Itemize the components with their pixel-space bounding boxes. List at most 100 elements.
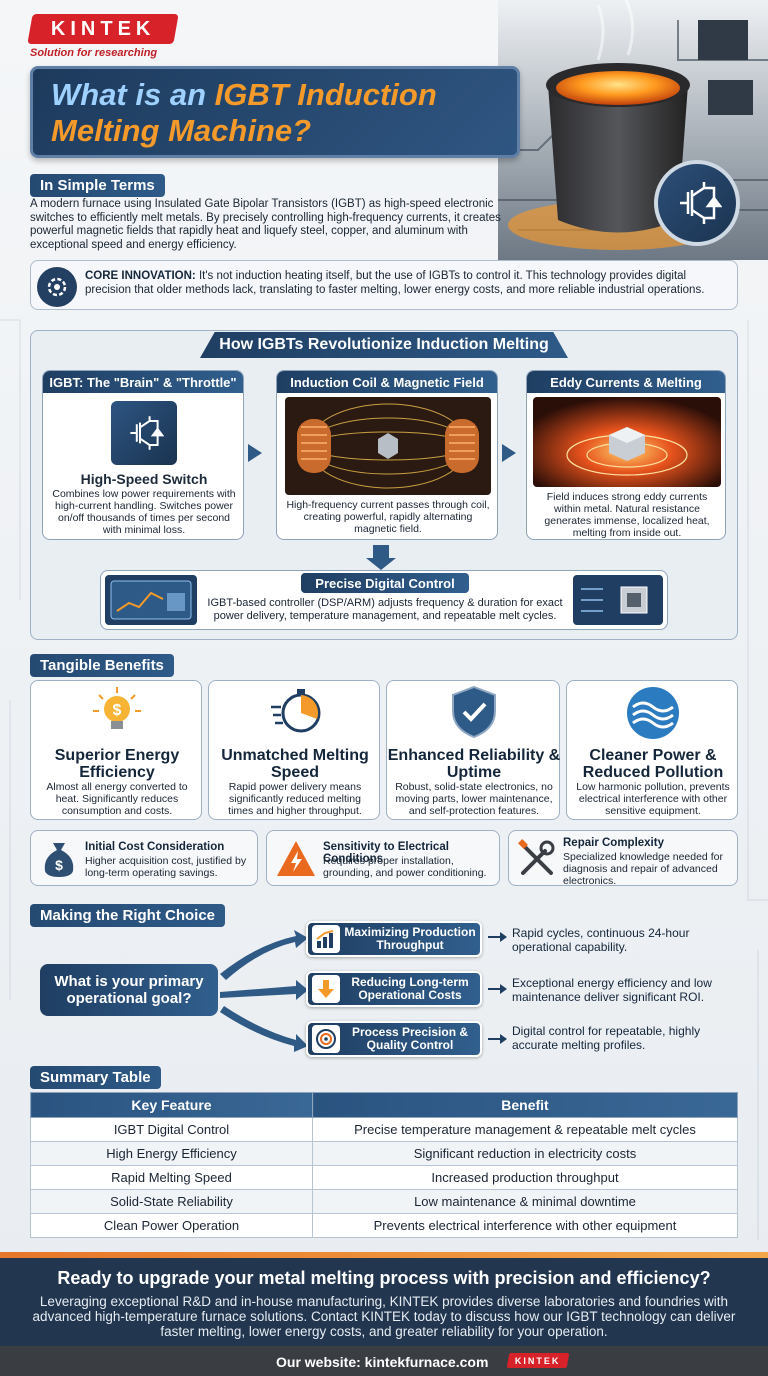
option-arrowhead-3 [500, 1034, 507, 1044]
consideration-electrical: Sensitivity to Electrical Conditions Req… [266, 830, 500, 886]
benefit-reliability-text: Robust, solid-state electronics, no movi… [395, 781, 553, 817]
lightbulb-dollar-icon: $ [93, 687, 141, 729]
svg-text:$: $ [113, 702, 122, 719]
down-arrow-icon [312, 975, 340, 1003]
core-innovation-label: CORE INNOVATION: [85, 270, 196, 282]
section-label-choice: Making the Right Choice [30, 904, 226, 927]
card-igbt: IGBT: The "Brain" & "Throttle" High-Spee… [42, 370, 244, 540]
wrench-screwdriver-icon [518, 839, 555, 875]
consideration-electrical-title: Sensitivity to Electrical Conditions [323, 841, 449, 865]
svg-text:$: $ [55, 857, 63, 873]
card-igbt-header: IGBT: The "Brain" & "Throttle" [43, 371, 243, 393]
down-arrow-stem [373, 545, 389, 559]
digital-control-box: Precise Digital Control IGBT-based contr… [100, 570, 668, 630]
column-header-benefit: Benefit [312, 1092, 738, 1118]
table-cell-benefit: Significant reduction in electricity cos… [312, 1141, 738, 1166]
summary-table: Key Feature Benefit IGBT Digital Control… [30, 1092, 738, 1238]
flow-arrow-1 [248, 444, 262, 462]
option-production-throughput[interactable]: Maximizing Production Throughput [306, 921, 482, 957]
benefit-clean-text: Low harmonic pollution, prevents electri… [576, 781, 730, 817]
consideration-repair-title: Repair Complexity [563, 837, 664, 849]
footer-kintek-logo[interactable]: KINTEK [506, 1353, 570, 1368]
igbt-symbol-badge [654, 160, 740, 246]
dashboard-icon [105, 575, 197, 625]
table-cell-feature: Solid-State Reliability [30, 1189, 313, 1214]
benefit-energy-text: Almost all energy converted to heat. Sig… [46, 781, 188, 817]
table-cell-benefit: Precise temperature management & repeata… [312, 1117, 738, 1142]
summary-table-header: Key Feature Benefit [30, 1092, 738, 1118]
card-igbt-text: Combines low power requirements with hig… [52, 488, 236, 536]
brand-tagline: Solution for researching [30, 47, 158, 59]
core-innovation-text: CORE INNOVATION: It's not induction heat… [85, 270, 705, 296]
benefit-speed-text: Rapid power delivery means significantly… [228, 781, 362, 817]
gear-icon [37, 267, 77, 307]
consideration-electrical-text: Requires proper installation, grounding,… [323, 855, 487, 879]
footer-text: Leveraging exceptional R&D and in-house … [32, 1294, 736, 1339]
how-igbt-title: How IGBTs Revolutionize Induction Meltin… [200, 332, 568, 358]
circuit-pattern [0, 319, 768, 1240]
option-costs-label: Reducing Long-term Operational Costs [351, 975, 469, 1002]
money-bag-icon: $ [44, 843, 74, 877]
digital-control-title: Precise Digital Control [301, 573, 469, 593]
kintek-logo[interactable]: KINTEK [27, 14, 179, 44]
footer-accent-bar [0, 1252, 768, 1258]
consideration-cost-title: Initial Cost Consideration [85, 841, 225, 853]
consideration-repair: Repair Complexity Specialized knowledge … [508, 830, 738, 887]
digital-control-text: IGBT-based controller (DSP/ARM) adjusts … [207, 597, 563, 622]
table-cell-benefit: Low maintenance & minimal downtime [312, 1189, 738, 1214]
table-cell-feature: IGBT Digital Control [30, 1117, 313, 1142]
option-precision-label: Process Precision & Quality Control [351, 1025, 469, 1052]
induction-coil-illustration [285, 397, 491, 495]
table-cell-feature: Clean Power Operation [30, 1213, 313, 1238]
benefit-energy-title: Superior Energy Efficiency [54, 747, 180, 781]
benefit-reliability-title: Enhanced Reliability & Uptime [387, 747, 561, 781]
processor-chip-icon [573, 575, 663, 625]
card-eddy-header: Eddy Currents & Melting [527, 371, 725, 393]
consideration-cost-text: Higher acquisition cost, justified by lo… [85, 855, 247, 879]
card-eddy-currents: Eddy Currents & Melting Field induces st… [526, 370, 726, 540]
option-process-precision[interactable]: Process Precision & Quality Control [306, 1021, 482, 1057]
benefit-reliability: Enhanced Reliability & Uptime Robust, so… [386, 680, 560, 820]
shield-check-icon [452, 685, 496, 739]
option-arrow-1 [488, 936, 504, 938]
table-cell-feature: High Energy Efficiency [30, 1141, 313, 1166]
benefit-clean-title: Cleaner Power & Reduced Pollution [582, 747, 724, 781]
waves-icon [627, 687, 679, 739]
consideration-initial-cost: $ Initial Cost Consideration Higher acqu… [30, 830, 258, 886]
option-operational-costs[interactable]: Reducing Long-term Operational Costs [306, 971, 482, 1007]
option-throughput-label: Maximizing Production Throughput [344, 925, 476, 952]
flow-arrow-2 [502, 444, 516, 462]
core-innovation-box: CORE INNOVATION: It's not induction heat… [30, 260, 738, 310]
consideration-repair-text: Specialized knowledge needed for diagnos… [563, 851, 723, 887]
down-arrow-head [366, 558, 396, 570]
benefit-melting-speed: Unmatched Melting Speed Rapid power deli… [208, 680, 380, 820]
card-eddy-text: Field induces strong eddy currents withi… [544, 491, 710, 539]
card-induction-coil: Induction Coil & Magnetic Field High-fre… [276, 370, 498, 540]
choice-branch-arrows [220, 930, 308, 1052]
option-arrowhead-2 [500, 984, 507, 994]
stopwatch-icon [271, 689, 321, 733]
option-arrowhead-1 [500, 932, 507, 942]
high-speed-switch-title: High-Speed Switch [80, 471, 208, 487]
card-coil-header: Induction Coil & Magnetic Field [277, 371, 497, 393]
website-link[interactable]: Our website: kintekfurnace.com [276, 1354, 489, 1370]
column-header-key-feature: Key Feature [30, 1092, 313, 1118]
option-costs-desc: Exceptional energy efficiency and low ma… [512, 976, 712, 1004]
section-label-benefits: Tangible Benefits [30, 654, 174, 677]
card-coil-text: High-frequency current passes through co… [286, 499, 490, 535]
option-arrow-3 [488, 1038, 504, 1040]
section-label-simple-terms: In Simple Terms [30, 174, 165, 197]
footer-headline: Ready to upgrade your metal melting proc… [57, 1268, 711, 1288]
target-icon [312, 1025, 340, 1053]
website-bar: Our website: kintekfurnace.com KINTEK [0, 1346, 768, 1376]
table-cell-feature: Rapid Melting Speed [30, 1165, 313, 1190]
igbt-chip-icon [111, 401, 177, 465]
benefit-speed-title: Unmatched Melting Speed [221, 747, 369, 781]
primary-goal-question: What is your primary operational goal? [40, 964, 218, 1016]
growth-chart-icon [312, 925, 340, 953]
